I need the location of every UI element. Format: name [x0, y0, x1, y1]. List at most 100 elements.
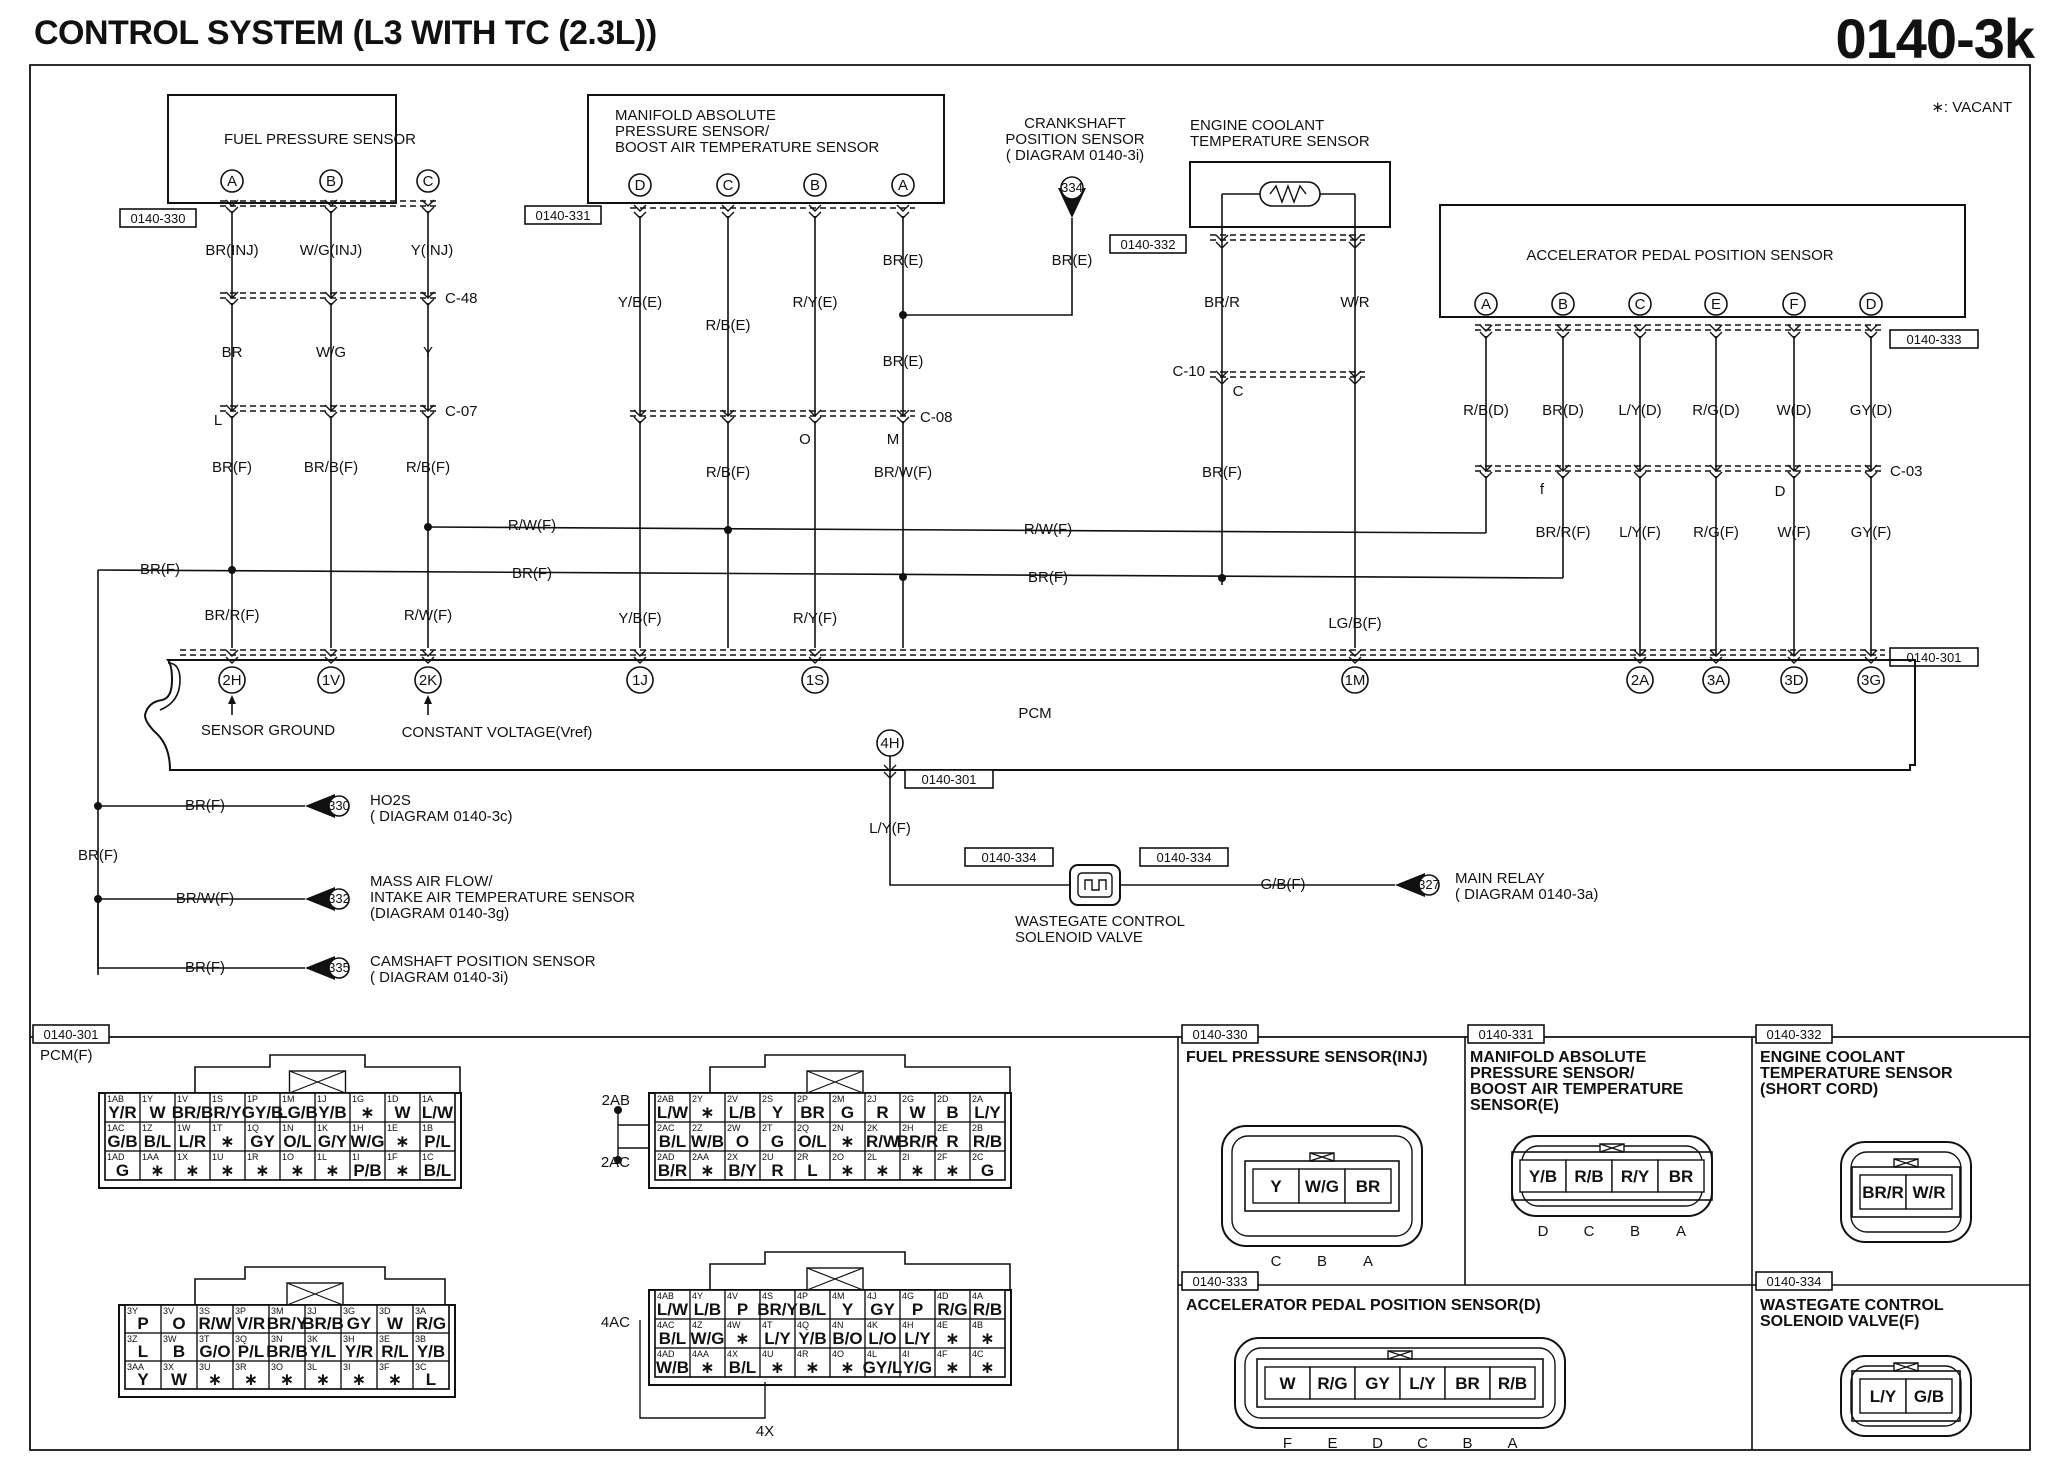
terminal-color: BR	[800, 1103, 825, 1122]
terminal-color: L/Y	[1409, 1374, 1436, 1393]
pin-label: 1J	[632, 672, 648, 689]
wire-label: BR(F)	[1028, 569, 1068, 586]
terminal-color: B/O	[832, 1329, 862, 1348]
terminal-color: Y/B	[417, 1342, 445, 1361]
terminal-id: 4J	[867, 1291, 877, 1301]
connector-mark	[324, 199, 338, 207]
ref-box	[1755, 1024, 1833, 1044]
terminal-color: B/R	[658, 1161, 687, 1180]
solenoid-icon	[1077, 872, 1113, 898]
terminal-id: 3G	[343, 1306, 355, 1316]
pin-circle	[803, 173, 827, 197]
terminal-id: 3F	[379, 1362, 390, 1372]
app-connector-shell	[1244, 1347, 1556, 1419]
terminal-id: 1X	[177, 1152, 188, 1162]
arrow-icon	[305, 794, 335, 818]
terminal-id: 1A	[422, 1094, 433, 1104]
ref-label: 0140-330	[1193, 1027, 1248, 1042]
ref-text: MAIN RELAY	[1455, 870, 1545, 887]
terminal-id: 4Z	[692, 1320, 703, 1330]
ref-box	[1181, 1024, 1259, 1044]
terminal-id: 4M	[832, 1291, 845, 1301]
pin-circle	[1341, 666, 1369, 694]
connector-mark	[324, 649, 338, 657]
pin-letter: C	[1584, 1223, 1595, 1240]
terminal-color: O	[736, 1132, 749, 1151]
terminal-color: Y/B	[318, 1103, 346, 1122]
ref-label: 0140-332	[1121, 237, 1176, 252]
terminal-color: G/O	[199, 1342, 230, 1361]
terminal-color: W/G	[351, 1132, 385, 1151]
terminal-id: 2X	[727, 1152, 738, 1162]
connector-mark	[1864, 324, 1878, 332]
ref-number: 332	[328, 891, 350, 906]
ref-box	[904, 769, 994, 789]
pin-label: D	[1866, 296, 1877, 313]
app-sensor-box	[1439, 204, 1966, 318]
connector-mark	[1348, 241, 1362, 249]
pin-circle	[628, 173, 652, 197]
terminal-id: 3Y	[127, 1306, 138, 1316]
terminal-id: 3U	[199, 1362, 211, 1372]
terminal-color: BR/R	[1862, 1183, 1904, 1202]
connector-shell	[194, 1266, 446, 1305]
connector-mark	[1787, 464, 1801, 472]
ref-box	[1139, 847, 1229, 867]
terminal-color: ∗	[700, 1103, 714, 1122]
pin-label: 2K	[419, 672, 437, 689]
terminal-color: ∗	[388, 1370, 402, 1389]
wire-label: BR(F)	[185, 959, 225, 976]
terminal-color: ∗	[280, 1370, 294, 1389]
terminal-color: ∗	[875, 1161, 889, 1180]
pcm-connector-1: 1ABY/R1YW1VBR/B1SR/Y1PGY/B1MLG/B1JY/B1G∗…	[98, 1054, 462, 1189]
terminal-color: V/R	[237, 1314, 265, 1333]
terminal-color: L/W	[657, 1300, 689, 1319]
connector-id: C-48	[445, 290, 478, 307]
terminal-color: ∗	[352, 1370, 366, 1389]
latch-icon	[1893, 1158, 1919, 1168]
wire-label: R/Y(F)	[793, 610, 837, 627]
terminal-color: W	[909, 1103, 926, 1122]
pin-letter: B	[1317, 1253, 1327, 1270]
terminal-id: 4Y	[692, 1291, 703, 1301]
terminal-color: O	[172, 1314, 185, 1333]
wire-label: BR(INJ)	[205, 242, 258, 259]
terminal-color: GY	[1365, 1374, 1390, 1393]
terminal-cell	[1344, 1168, 1392, 1204]
wire-label: GY(D)	[1850, 402, 1893, 419]
terminal-color: L/Y	[764, 1329, 791, 1348]
wire-label: R/G(F)	[1693, 524, 1739, 541]
terminal-id: 1O	[282, 1152, 294, 1162]
terminal-color: BR	[1455, 1374, 1480, 1393]
pin-label: 3A	[1707, 672, 1725, 689]
terminal-id: 4T	[762, 1320, 773, 1330]
terminal-id: 2K	[867, 1123, 878, 1133]
terminal-id: 3X	[163, 1362, 174, 1372]
terminal-color: GY/B	[242, 1103, 284, 1122]
ref-text: ( DIAGRAM 0140-3i)	[370, 969, 508, 986]
connector-mark	[1709, 324, 1723, 332]
terminal-id: 4K	[867, 1320, 878, 1330]
terminal-id: 2T	[762, 1123, 773, 1133]
connector-letter: L	[214, 412, 222, 429]
terminal-color: R	[946, 1132, 958, 1151]
component-title: TEMPERATURE SENSOR	[1190, 133, 1370, 150]
ref-label: 0140-332	[1767, 1027, 1822, 1042]
ref-box	[119, 208, 197, 228]
terminal-id: 1I	[352, 1152, 360, 1162]
page-title: CONTROL SYSTEM (L3 WITH TC (2.3L))	[34, 14, 657, 52]
ref-box	[1755, 1271, 1833, 1291]
ref-text: MASS AIR FLOW/	[370, 873, 493, 890]
terminal-color: Y/R	[345, 1342, 373, 1361]
terminal-color: W/B	[691, 1132, 724, 1151]
wire-label: Y(INJ)	[411, 242, 454, 259]
terminal-color: P	[137, 1314, 148, 1333]
terminal-color: ∗	[325, 1161, 339, 1180]
connector-id: C-07	[445, 403, 478, 420]
terminal-color: ∗	[910, 1161, 924, 1180]
terminal-color: ∗	[255, 1161, 269, 1180]
terminal-id: 3Q	[235, 1334, 247, 1344]
connector-shell	[709, 1251, 1011, 1290]
terminal-color: Y	[1270, 1177, 1282, 1196]
terminal-cell	[1298, 1168, 1346, 1204]
